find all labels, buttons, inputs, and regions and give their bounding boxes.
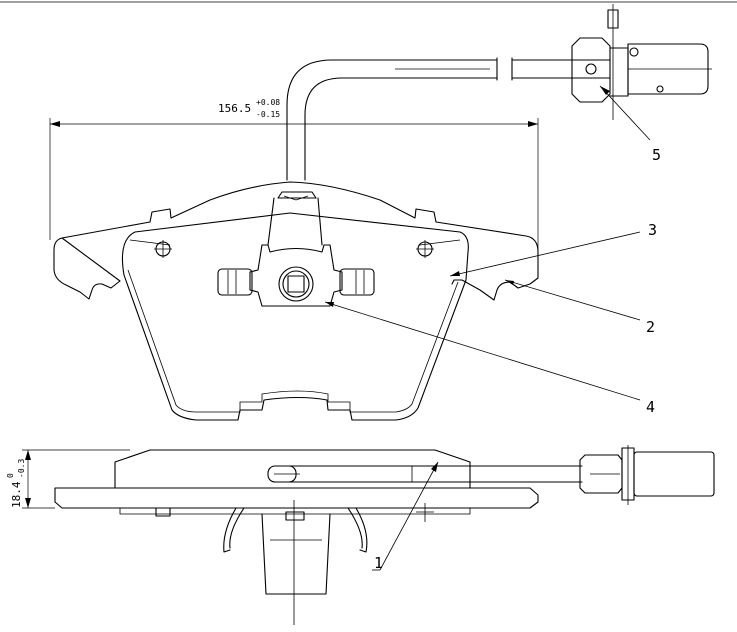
- leader-line-1: [379, 461, 439, 571]
- mounting-hole-left: [154, 240, 172, 258]
- side-view: 18.4 0 -0.3: [6, 445, 715, 625]
- width-tolerance-lower: -0.15: [256, 110, 280, 119]
- leader-lines-top: [324, 85, 651, 401]
- width-tolerance-upper: +0.08: [256, 98, 280, 107]
- thickness-tolerance-lower: -0.3: [17, 459, 26, 478]
- lining-inner-contour: [127, 269, 459, 413]
- thickness-dimension: 18.4 0 -0.3: [6, 449, 130, 509]
- width-dimension-value: 156.5: [218, 102, 251, 115]
- sensor-connector: [571, 4, 712, 120]
- side-backing-plate: [54, 487, 539, 509]
- callout-3: 3: [648, 221, 657, 239]
- callout-5: 5: [652, 146, 661, 164]
- spring-clip-side: [155, 500, 434, 625]
- mounting-hole-right: [416, 240, 434, 258]
- thickness-tolerance-upper: 0: [6, 473, 15, 478]
- callout-1: 1: [374, 554, 383, 572]
- sensor-mount: [267, 191, 323, 246]
- spring-clip-top: [217, 244, 375, 307]
- sensor-cable: [286, 57, 573, 181]
- callout-4: 4: [646, 398, 655, 416]
- callout-2: 2: [646, 318, 655, 336]
- side-sensor-wire: [267, 445, 715, 505]
- width-dimension: 156.5 +0.08 -0.15: [49, 98, 539, 255]
- friction-lining-outline: [121, 212, 469, 421]
- callout-labels: 1 2 3 4 5: [374, 146, 661, 572]
- thickness-dimension-value: 18.4: [10, 481, 23, 508]
- backing-plate-outline: [53, 181, 539, 301]
- top-view: 156.5 +0.08 -0.15: [49, 4, 712, 421]
